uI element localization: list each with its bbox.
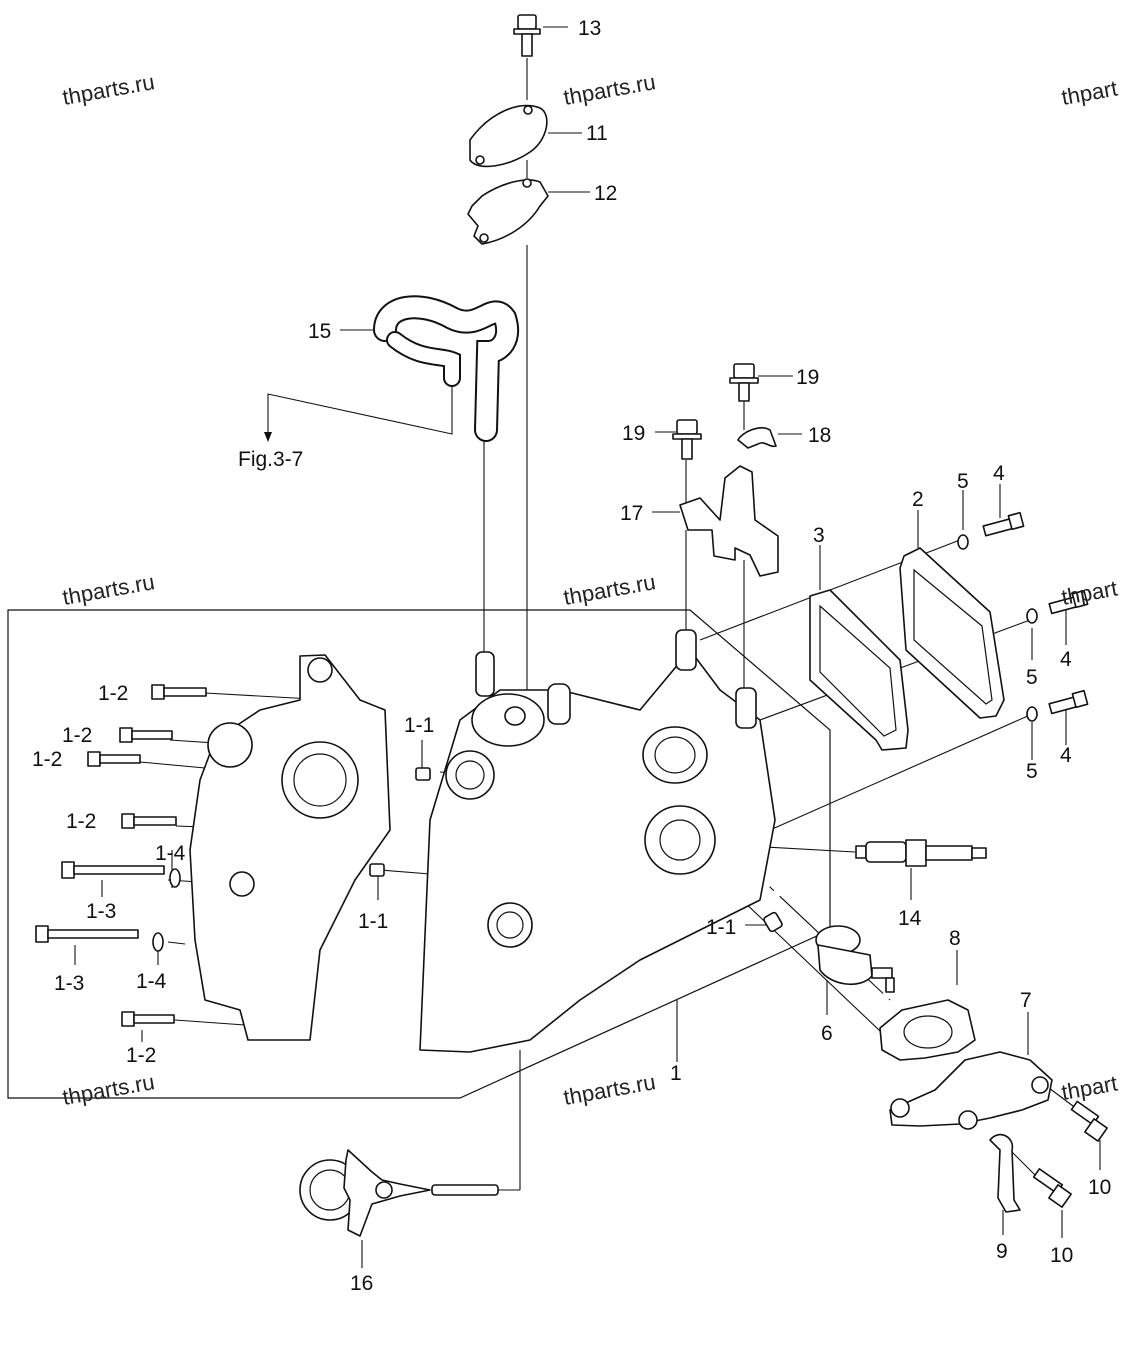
- callout-1-4: 1-4: [155, 842, 186, 865]
- callout-1-2: 1-2: [32, 748, 62, 771]
- bolts-4-icon: [982, 511, 1089, 715]
- bolts-1-2-icon: [87, 684, 207, 1027]
- bracket-17-icon: [679, 465, 779, 577]
- figure-reference-label: Fig.3-7: [238, 448, 303, 471]
- callout-1-1: 1-1: [404, 714, 434, 737]
- callout-14: 14: [898, 907, 922, 930]
- watermark-text: thpart: [1060, 76, 1120, 110]
- callout-1-2: 1-2: [98, 682, 128, 705]
- callout-10: 10: [1088, 1176, 1111, 1199]
- callout-17: 17: [620, 502, 643, 525]
- callout-1-4: 1-4: [136, 970, 167, 993]
- bolts-1-3-icon: [35, 861, 165, 943]
- callout-1: 1: [670, 1062, 682, 1085]
- water-pump-16-icon: [299, 1149, 499, 1237]
- callout-1-2: 1-2: [66, 810, 96, 833]
- callout-1-2: 1-2: [62, 724, 92, 747]
- watermark-text: thparts.ru: [562, 69, 658, 110]
- watermark-text: thparts.ru: [562, 569, 658, 610]
- bolts-10-icon: [1032, 1100, 1108, 1208]
- spark-plug-14-icon: [855, 839, 987, 867]
- watermark-text: thpart: [1060, 1071, 1120, 1105]
- washers-1-4-icon: [152, 868, 181, 952]
- watermark-text: thparts.ru: [61, 569, 157, 610]
- gasket-12-icon: [467, 179, 549, 245]
- hook-9-icon: [989, 1133, 1021, 1213]
- callout-1-1: 1-1: [706, 916, 736, 939]
- callout-1-3: 1-3: [54, 972, 84, 995]
- manifold-body-icon: [419, 649, 776, 1053]
- callout-16: 16: [350, 1272, 373, 1295]
- callout-labels: 13 11 12 15 19 19 18 17 3 2 5 4 5 4 5 4 …: [32, 17, 1111, 1295]
- callout-19: 19: [796, 366, 819, 389]
- callout-4: 4: [1060, 744, 1072, 767]
- callout-4: 4: [1060, 648, 1072, 671]
- callout-12: 12: [594, 182, 617, 205]
- clip-18-icon: [737, 427, 777, 449]
- callout-7: 7: [1020, 989, 1032, 1012]
- callout-4: 4: [993, 462, 1005, 485]
- watermark-text: thparts.ru: [61, 69, 157, 110]
- callout-1-3: 1-3: [86, 900, 116, 923]
- callout-13: 13: [578, 17, 601, 40]
- thermostat-cover-7-icon: [889, 1051, 1053, 1127]
- plate-2-icon: [899, 547, 1005, 719]
- thermostat-6-icon: [815, 925, 895, 993]
- callout-8: 8: [949, 927, 961, 950]
- callout-3: 3: [813, 524, 825, 547]
- watermark-text: thpart: [1060, 576, 1120, 610]
- callout-1-2: 1-2: [126, 1044, 156, 1067]
- gasket-3-icon: [809, 589, 909, 751]
- side-cover-icon: [189, 654, 391, 1041]
- callout-5: 5: [1026, 666, 1038, 689]
- callout-15: 15: [308, 320, 331, 343]
- washers-5-icon: [957, 534, 1038, 722]
- callout-5: 5: [1026, 760, 1038, 783]
- callout-11: 11: [586, 122, 608, 145]
- gasket-8-icon: [879, 999, 976, 1061]
- bolt-13-icon: [513, 14, 541, 57]
- callout-6: 6: [821, 1022, 833, 1045]
- callout-18: 18: [808, 424, 831, 447]
- callout-10: 10: [1050, 1244, 1073, 1267]
- watermark-text: thparts.ru: [61, 1069, 157, 1110]
- fig-ref-arrow: [264, 432, 272, 442]
- hose-15-icon: [373, 295, 519, 442]
- callout-19: 19: [622, 422, 645, 445]
- bolt-19-icon: [672, 363, 759, 460]
- callout-5: 5: [957, 470, 969, 493]
- callout-9: 9: [996, 1240, 1008, 1263]
- callout-1-1: 1-1: [358, 910, 388, 933]
- dowels-1-1-icon: [369, 767, 783, 933]
- cover-plate-11-icon: [469, 104, 548, 168]
- callout-2: 2: [912, 488, 924, 511]
- watermark-text: thparts.ru: [562, 1069, 658, 1110]
